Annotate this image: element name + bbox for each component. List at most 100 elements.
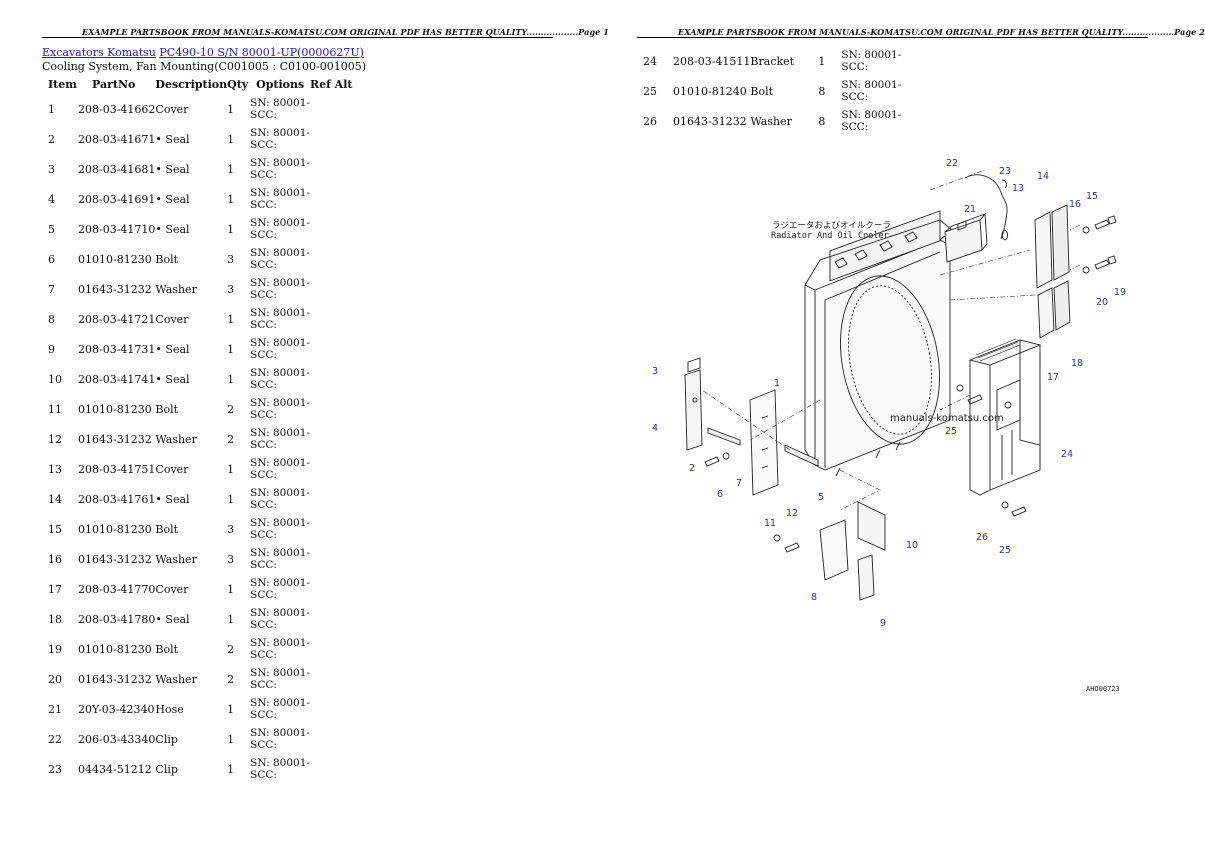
cell-item: 6 [48,252,55,266]
cell-ref-alt [310,694,356,724]
cell-ref-alt [310,394,356,424]
cell-partno: 01010-81230 [78,522,152,536]
cell-item: 3 [48,162,55,176]
callout-1: 1 [774,378,780,389]
washer [1082,226,1090,234]
callout-18: 18 [1071,358,1083,369]
cell-qty: 1 [227,132,235,146]
cell-description: Hose [155,702,184,716]
cell-description: Bolt [155,522,179,536]
bolt [1011,506,1027,517]
callout-15: 15 [1086,191,1098,202]
cell-partno: 01643-31232 [78,672,152,686]
column-header-options: Options [256,78,305,91]
cell-ref-alt [310,664,356,694]
hose [964,174,1008,239]
washer [773,534,781,542]
callout-26: 26 [976,532,988,543]
callout-labels: 1 2 3 4 5 6 7 8 9 10 11 12 13 14 15 16 1… [652,158,1126,629]
cell-ref-alt [901,106,947,136]
callout-24: 24 [1061,449,1073,460]
cell-description: • Seal [155,162,190,176]
cell-partno: 208-03-41511 [673,54,751,68]
cell-description: Cover [155,582,189,596]
cell-qty: 1 [227,612,235,626]
cell-item: 22 [48,732,62,746]
cell-qty: 3 [227,522,235,536]
cell-partno: 208-03-41770 [78,582,156,596]
cell-item: 14 [48,492,62,506]
cell-options: SN: 80001-SCC: [250,547,310,571]
callout-17: 17 [1047,372,1059,383]
cell-qty: 1 [227,192,235,206]
cell-qty: 1 [227,102,235,116]
table-header-row: Item PartNo Description Qty Options Ref … [48,78,356,94]
bolt [967,394,983,405]
breadcrumb-link-model[interactable]: PC490-10 S/N 80001-UP(0000627U) [159,46,364,59]
column-header-item: Item [48,78,77,91]
cover-plate [749,389,779,496]
cell-description: Washer [155,552,197,566]
cell-description: • Seal [155,342,190,356]
page-header: EXAMPLE PARTSBOOK FROM MANUALS-KOMATSU.C… [82,27,609,37]
cell-options: SN: 80001-SCC: [841,79,902,103]
cell-partno: 01010-81230 [78,402,152,416]
cell-options: SN: 80001-SCC: [250,637,310,661]
cell-description: Washer [155,432,197,446]
cell-options: SN: 80001-SCC: [250,187,310,211]
callout-25-lower: 25 [999,545,1011,556]
cell-qty: 1 [227,222,235,236]
cell-qty: 3 [227,282,235,296]
cell-options: SN: 80001-SCC: [250,337,310,361]
cell-description: • Seal [155,372,190,386]
cell-qty: 3 [227,252,235,266]
callout-16: 16 [1069,199,1081,210]
cell-partno: 208-03-41710 [78,222,156,236]
cell-options: SN: 80001-SCC: [250,217,310,241]
breadcrumb: Excavators Komatsu PC490-10 S/N 80001-UP… [42,46,364,59]
callout-25: 25 [945,426,957,437]
cell-ref-alt [310,94,356,124]
breadcrumb-link-category[interactable]: Excavators Komatsu [42,46,156,59]
cell-description: • Seal [155,222,190,236]
cell-qty: 1 [227,342,235,356]
callout-11: 11 [764,518,776,529]
callout-3: 3 [652,366,658,377]
cell-partno: 01010-81240 [673,84,747,98]
cell-description: • Seal [155,132,190,146]
callout-22: 22 [946,158,958,169]
cell-qty: 1 [227,462,235,476]
cell-item: 9 [48,342,55,356]
diagram-caption-jp: ラジエータおよびオイルクーラ [772,221,891,231]
cell-item: 15 [48,522,62,536]
header-divider [637,37,1148,38]
cell-ref-alt [310,574,356,604]
cell-partno: 04434-51212 [78,762,152,776]
callout-14: 14 [1037,171,1049,182]
cell-options: SN: 80001-SCC: [250,157,310,181]
cell-description: Clip [155,732,178,746]
cell-description: Washer [750,114,792,128]
callout-13: 13 [1012,183,1024,194]
callout-19: 19 [1114,287,1126,298]
cell-ref-alt [310,484,356,514]
cell-description: Bolt [750,84,774,98]
seal-block [857,501,886,551]
cell-item: 17 [48,582,62,596]
cover-panel [1034,211,1053,289]
cell-qty: 1 [227,762,235,776]
cell-description: • Seal [155,612,190,626]
washer [1082,266,1090,274]
cell-qty: 2 [227,432,235,446]
seal-block [687,357,701,373]
parts-page-2: EXAMPLE PARTSBOOK FROM MANUALS-KOMATSU.C… [595,0,1205,842]
cell-ref-alt [310,634,356,664]
